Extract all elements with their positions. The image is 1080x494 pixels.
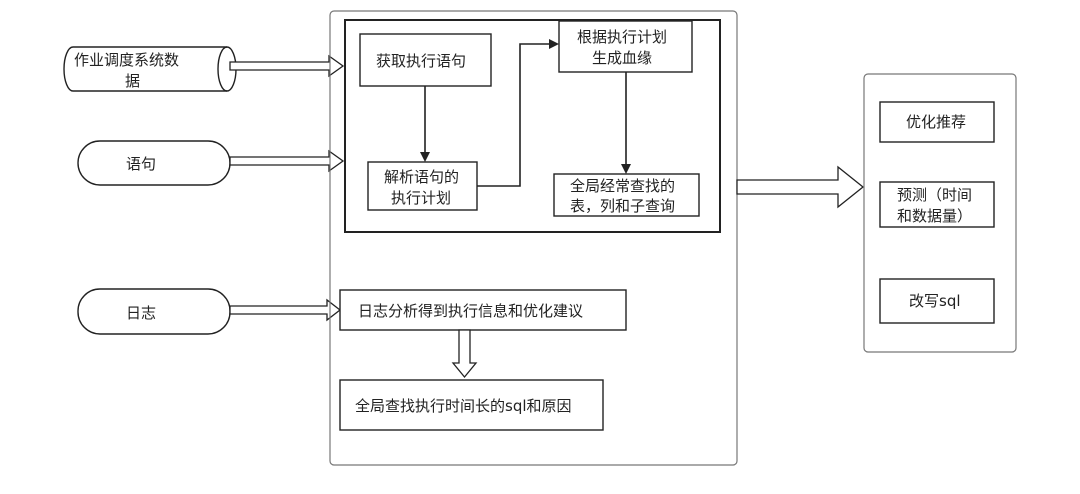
output-rewrite-label: 改写sql bbox=[909, 292, 961, 310]
node-parse-plan: 解析语句的 执行计划 bbox=[367, 161, 478, 211]
hollow-arrow-to-outputs bbox=[736, 165, 865, 209]
node-find-slow-sql: 全局查找执行时间长的sql和原因 bbox=[339, 379, 604, 431]
hollow-arrow-job-data bbox=[229, 54, 345, 78]
input-statement-pill: 语句 bbox=[77, 140, 231, 186]
node-log-analysis: 日志分析得到执行信息和优化建议 bbox=[339, 289, 627, 331]
node-parse-plan-label-line2: 执行计划 bbox=[391, 189, 451, 207]
hollow-arrow-log bbox=[229, 298, 342, 322]
hollow-arrow-statement bbox=[229, 149, 345, 173]
input-log-label: 日志 bbox=[126, 304, 156, 322]
node-get-statement-label: 获取执行语句 bbox=[376, 52, 466, 70]
input-job-data-cylinder: 作业调度系统数 据 bbox=[63, 46, 237, 92]
node-parse-plan-label-line1: 解析语句的 bbox=[384, 168, 459, 186]
output-predict: 预测（时间 和数据量） bbox=[879, 181, 995, 228]
output-optimize-label: 优化推荐 bbox=[906, 113, 966, 131]
node-global-frequent-label-line1: 全局经常查找的 bbox=[570, 177, 675, 195]
node-get-statement: 获取执行语句 bbox=[359, 33, 492, 87]
output-rewrite: 改写sql bbox=[879, 278, 995, 324]
input-statement-label: 语句 bbox=[126, 155, 156, 173]
central-panel bbox=[329, 10, 738, 466]
output-predict-label-line2: 和数据量） bbox=[897, 207, 972, 225]
outputs-panel bbox=[863, 73, 1017, 353]
node-generate-lineage: 根据执行计划 生成血缘 bbox=[558, 20, 693, 73]
node-global-frequent-label-line2: 表，列和子查询 bbox=[570, 197, 675, 215]
lineage-inner-box bbox=[344, 19, 721, 233]
input-job-data-label-line2: 据 bbox=[125, 72, 140, 90]
output-optimize: 优化推荐 bbox=[879, 101, 995, 143]
hollow-arrow-down bbox=[451, 329, 478, 379]
output-predict-label-line1: 预测（时间 bbox=[897, 186, 972, 204]
input-log-pill: 日志 bbox=[77, 288, 231, 335]
node-log-analysis-label: 日志分析得到执行信息和优化建议 bbox=[358, 302, 583, 320]
arrow-parse-to-generate bbox=[477, 39, 559, 187]
node-global-frequent: 全局经常查找的 表，列和子查询 bbox=[553, 173, 700, 217]
node-generate-lineage-label-line2: 生成血缘 bbox=[592, 49, 652, 67]
node-find-slow-sql-label: 全局查找执行时间长的sql和原因 bbox=[355, 397, 572, 415]
input-job-data-label-line1: 作业调度系统数 bbox=[74, 51, 179, 69]
node-generate-lineage-label-line1: 根据执行计划 bbox=[577, 28, 667, 46]
